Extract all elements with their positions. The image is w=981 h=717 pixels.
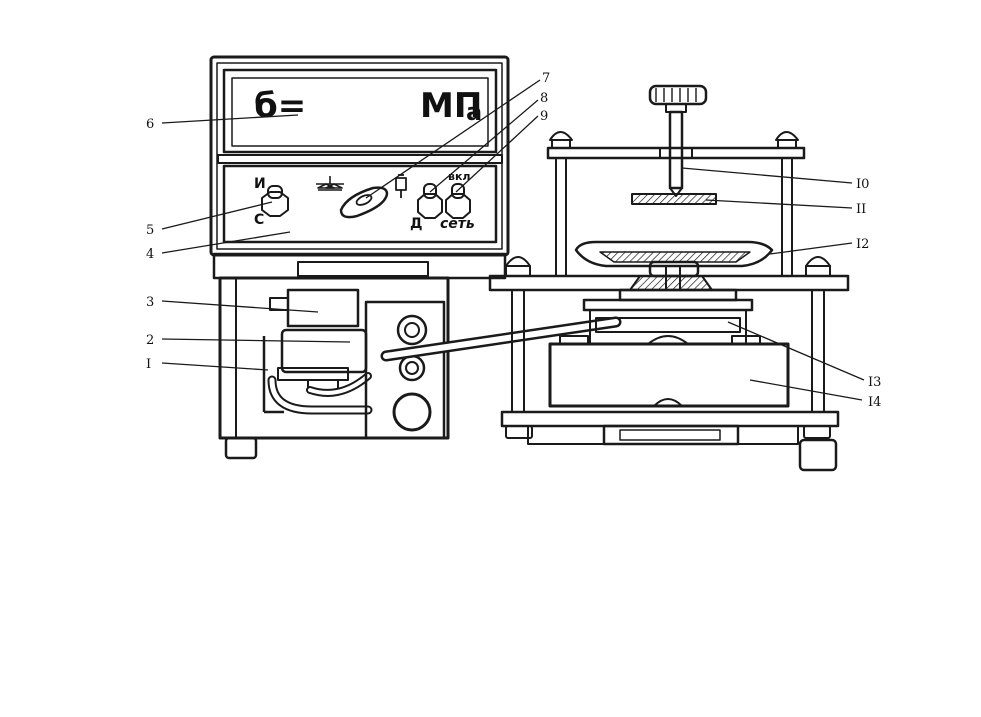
callout-5: 5 bbox=[146, 223, 154, 238]
control-panel bbox=[222, 164, 498, 244]
callout-14: I4 bbox=[868, 395, 881, 410]
display-unit: МП bbox=[420, 86, 482, 126]
switch3-bottom-label: сеть bbox=[440, 216, 475, 232]
switch3-top-label: вкл bbox=[448, 170, 470, 183]
switch2-bottom-label: Д bbox=[410, 216, 422, 232]
transformer bbox=[286, 288, 360, 328]
toggle-switch-sensor bbox=[417, 183, 443, 219]
zero-knob bbox=[339, 186, 389, 219]
callout-12: I2 bbox=[856, 237, 869, 252]
indicator-lamp-icon bbox=[395, 174, 407, 198]
callout-2: 2 bbox=[146, 333, 154, 348]
pump-unit bbox=[280, 328, 368, 374]
specimen-holder bbox=[574, 240, 774, 291]
callout-1: I bbox=[146, 357, 151, 372]
switch1-top-label: И bbox=[254, 176, 266, 192]
switch1-bottom-label: С bbox=[254, 212, 264, 228]
callout-4: 4 bbox=[146, 247, 154, 262]
callout-13: I3 bbox=[868, 375, 881, 390]
callout-11: II bbox=[856, 202, 866, 217]
toggle-switch-mode bbox=[261, 185, 289, 217]
display-window bbox=[222, 68, 498, 154]
balance-symbol-icon bbox=[316, 176, 344, 191]
upper-indenter bbox=[631, 193, 717, 205]
hydraulic-cylinder bbox=[548, 335, 790, 408]
callout-10: I0 bbox=[856, 177, 869, 192]
display-symbol: б= bbox=[254, 86, 306, 126]
display-unit-sub: а bbox=[466, 98, 482, 126]
piston-plate bbox=[582, 288, 754, 345]
callout-8: 8 bbox=[540, 91, 548, 106]
callout-6: 6 bbox=[146, 117, 154, 132]
toggle-switch-power bbox=[445, 183, 471, 219]
loading-screw bbox=[648, 84, 708, 197]
callout-9: 9 bbox=[540, 109, 548, 124]
callout-3: 3 bbox=[146, 295, 154, 310]
callout-7: 7 bbox=[542, 71, 550, 86]
lower-cabinet bbox=[218, 276, 450, 460]
